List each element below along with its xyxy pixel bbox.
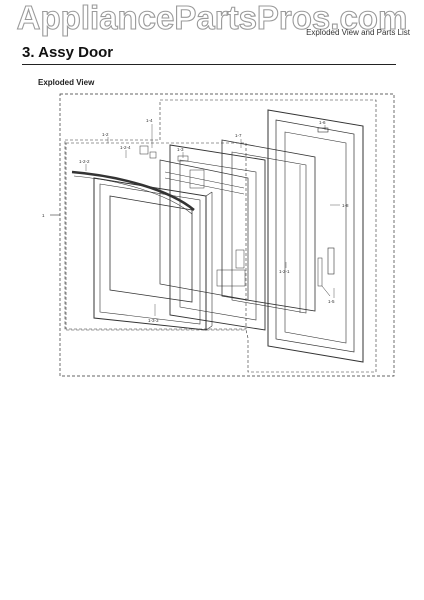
callout-1-2-4: 1-2-4 [120, 145, 131, 150]
callout-1-2: 1-2 [102, 132, 109, 137]
door-glass-panels [221, 139, 316, 314]
header-text: Exploded View and Parts List [306, 28, 410, 37]
inner-trim [159, 159, 249, 301]
door-handle [71, 170, 195, 215]
rear-door-frame [267, 109, 364, 363]
callout-1-3: 1-3 [177, 147, 184, 152]
front-group-boundary [65, 142, 247, 330]
callout-1-5: 1-5 [328, 299, 335, 304]
assembly-boundary [59, 93, 395, 377]
middle-door-frame [169, 144, 266, 331]
callout-1-4: 1-4 [146, 118, 153, 123]
callout-1-2-1: 1-2-1 [279, 269, 290, 274]
callout-1-6: 1-6 [319, 120, 326, 125]
watermark-text: AppliancePartsPros.com [17, 0, 408, 36]
callout-1-7: 1-7 [235, 133, 242, 138]
watermark: AppliancePartsPros.com [16, 0, 408, 37]
callout-1-8: 1-8 [342, 203, 349, 208]
callout-1: 1 [42, 213, 45, 218]
inner-group-boundary [64, 99, 377, 373]
door-hinge [317, 247, 335, 297]
callout-1-3-3: 1-3-3 [148, 318, 159, 323]
title-divider [22, 64, 396, 65]
page-title: 3. Assy Door [22, 44, 114, 61]
callout-1-2-2: 1-2-2 [79, 159, 90, 164]
callout-leaders [85, 124, 340, 316]
front-door-panel [93, 177, 213, 331]
view-subtitle: Exploded View [38, 78, 95, 87]
